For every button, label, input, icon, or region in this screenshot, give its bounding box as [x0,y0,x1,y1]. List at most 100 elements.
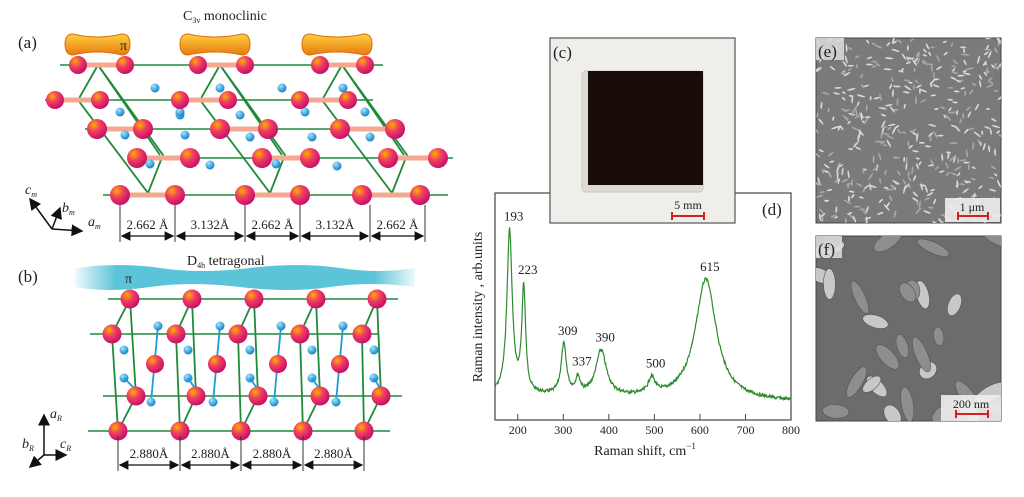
sem-grain [889,83,893,90]
sem-grain [935,165,939,170]
sem-grain [871,42,876,46]
sem-grain [829,160,835,163]
sem-grain [914,96,917,105]
sem-grain [989,176,995,180]
sem-grain [914,57,918,63]
atom-pink [428,148,448,168]
sem-grain [816,194,824,198]
sem-grain [851,95,854,104]
sem-grain [948,86,954,89]
sem-grain [953,90,960,93]
lattice-line [361,333,365,432]
sem-grain [885,188,894,191]
sem-grain [883,68,892,71]
sem-grain [859,74,864,79]
sem-grain [847,184,850,189]
sem-grain [853,205,861,208]
sem-grain [903,156,906,162]
sem-grain [841,71,846,74]
sem-grain [945,162,949,169]
sem-grain [881,120,886,129]
sem-grain [856,64,858,69]
pi-label: π [125,272,132,287]
sem-grain [927,206,934,209]
sem-grain [919,87,921,94]
sem-grain [836,169,839,179]
atom-pink [306,289,326,309]
sem-particle [933,326,945,347]
sem-grain [988,145,991,153]
atom-pink [108,421,128,441]
atom-pink [252,148,272,168]
sem-grain [869,95,872,101]
sem-grain [962,188,969,194]
x-tick-label: 200 [509,423,527,437]
atom-blue [215,321,225,331]
sem-grain [864,216,872,220]
sem-grain [883,186,889,189]
pi-orbital [301,33,373,56]
sem-grain [920,89,928,93]
sem-grain [956,109,959,116]
lattice-line [175,333,181,432]
sem-grain [959,118,962,124]
sem-grain [967,163,970,171]
atom-pink [371,386,391,406]
atom-blue [369,345,379,355]
sem-grain [918,161,922,166]
sem-grain [858,196,864,199]
sem-grain [925,186,928,193]
sem-grain [884,57,894,60]
sem-grain [998,134,1001,138]
sem-grain [953,154,956,164]
atom-pink [339,91,357,109]
atom-pink [165,185,185,205]
sem-grain [955,126,961,132]
tetragonal-lattice [88,289,402,441]
sem-grain [906,61,912,64]
sem-grain [907,171,910,177]
atom-pink [235,185,255,205]
atom-pink [219,91,237,109]
atom-pink [410,185,430,205]
sem-grain [893,210,897,219]
sem-grain [904,85,912,91]
sem-grain [847,212,853,215]
atom-blue [145,159,155,169]
atom-blue [360,107,370,117]
sem-grain [909,38,914,42]
sem-grain [818,213,822,222]
sem-grain [867,173,874,181]
atom-pink [146,355,164,373]
sem-grain [834,216,838,219]
sem-grain [964,180,968,184]
sem-grain [866,56,873,60]
sem-grain [913,84,915,90]
sem-grain [856,94,866,98]
sem-grain [933,198,937,205]
sem-grain [979,141,982,146]
sem-grain [913,67,916,73]
sem-particle [895,334,910,359]
sem-grain [854,146,862,150]
sem-grain [952,68,956,72]
sem-grain [835,206,838,213]
sem-grain [983,51,989,56]
sem-grain [897,170,901,176]
sem-grain [950,172,958,176]
sem-grain [905,157,908,165]
sem-grain [862,188,866,193]
sem-grain [963,161,970,164]
sem-grain [996,38,1001,43]
sem-grain [863,184,870,190]
lattice-line [237,333,242,432]
sem-grain [872,155,875,164]
sem-grain [922,59,925,65]
sem-grain [928,132,934,137]
lattice-line [97,64,161,156]
x-axis-label: Raman shift, cm−1 [594,441,696,459]
atom-blue [365,132,375,142]
